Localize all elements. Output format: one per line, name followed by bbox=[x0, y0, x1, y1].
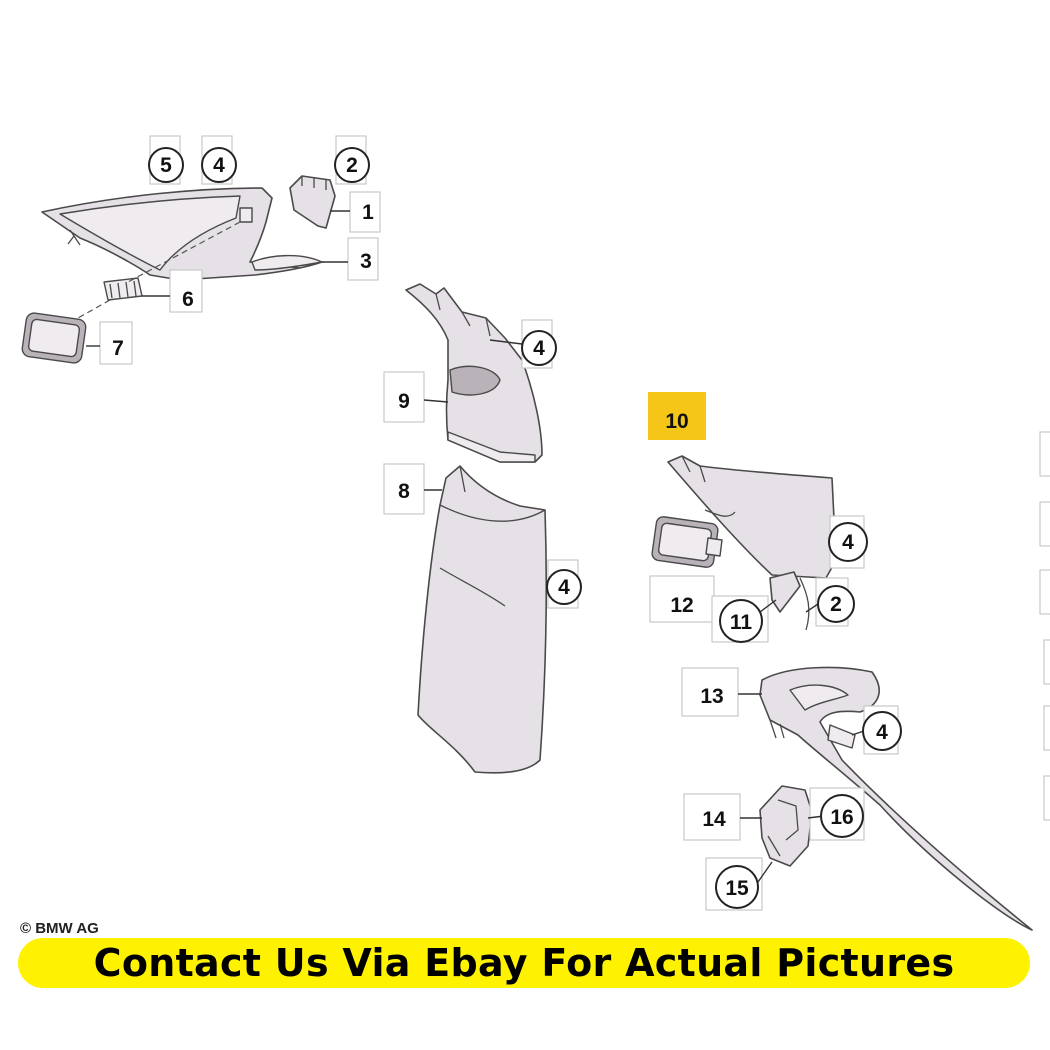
callout-label-1: 1 bbox=[362, 201, 374, 224]
callout-label-3: 3 bbox=[360, 250, 372, 273]
callout-label-6: 6 bbox=[182, 288, 194, 311]
contact-banner: Contact Us Via Ebay For Actual Pictures bbox=[18, 938, 1030, 988]
callout-label-12: 12 bbox=[670, 594, 693, 617]
clip-part-6 bbox=[103, 277, 143, 301]
cover-part-7 bbox=[21, 312, 87, 364]
callout-label-4: 4 bbox=[533, 337, 545, 360]
assembly-line bbox=[77, 299, 111, 319]
highlighted-part-box bbox=[648, 392, 706, 440]
callout-label-4: 4 bbox=[558, 576, 570, 599]
callout-label-15: 15 bbox=[725, 877, 749, 900]
callout-label-5: 5 bbox=[160, 154, 172, 177]
callout-label-4: 4 bbox=[842, 531, 854, 554]
callout-label-9: 9 bbox=[398, 390, 410, 413]
trim-panel-upper-left bbox=[41, 187, 323, 281]
bracket-part-1 bbox=[289, 175, 336, 229]
callout-label-16: 16 bbox=[830, 806, 853, 829]
cropped-label-boxes bbox=[1039, 431, 1050, 821]
callout-label-14: 14 bbox=[702, 808, 726, 831]
callout-label-13: 13 bbox=[700, 685, 723, 708]
callout-label-4: 4 bbox=[213, 154, 225, 177]
callout-label-10: 10 bbox=[665, 410, 688, 433]
clip-part-11 bbox=[769, 571, 810, 631]
callout-label-7: 7 bbox=[112, 337, 124, 360]
assembly-line bbox=[127, 221, 241, 283]
seal-strip-13 bbox=[759, 666, 1033, 931]
cover-part-12 bbox=[651, 516, 723, 568]
copyright-notice: © BMW AG bbox=[20, 920, 99, 934]
callout-label-2: 2 bbox=[346, 154, 358, 177]
callout-label-11: 11 bbox=[730, 611, 753, 634]
pillar-trim-upper-9 bbox=[405, 283, 543, 463]
callout-label-2: 2 bbox=[830, 593, 842, 616]
callout-label-4: 4 bbox=[876, 721, 888, 744]
bracket-part-14 bbox=[759, 785, 813, 867]
pillar-trim-lower-8 bbox=[417, 465, 547, 774]
banner-text: Contact Us Via Ebay For Actual Pictures bbox=[93, 941, 955, 985]
callout-label-8: 8 bbox=[398, 480, 410, 503]
